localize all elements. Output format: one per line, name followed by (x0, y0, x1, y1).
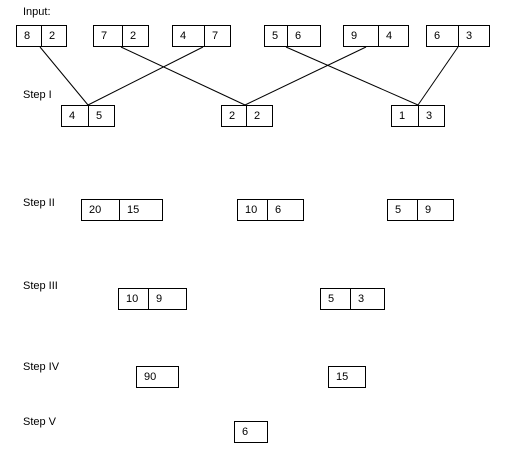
value-cell: 9 (417, 200, 453, 220)
value-cell: 7 (204, 26, 230, 46)
value-cell: 5 (272, 30, 279, 42)
step-label-4: Step IV (23, 361, 60, 373)
value-cell: 7 (101, 30, 108, 42)
value-cell: 10 (245, 204, 258, 216)
step2-pair-2: 10 6 (237, 199, 304, 221)
step5-result: 6 (234, 421, 268, 443)
value-cell: 5 (328, 293, 335, 305)
value-cell: 4 (378, 26, 408, 46)
value-cell: 90 (144, 371, 157, 383)
input-pair-5: 9 4 (343, 25, 409, 47)
value-cell: 6 (287, 26, 320, 46)
input-pair-1: 8 2 (16, 25, 67, 47)
connector-line (285, 46, 419, 106)
step2-pair-3: 5 9 (387, 199, 454, 221)
connector-line (39, 46, 89, 106)
value-cell: 9 (351, 30, 358, 42)
value-cell: 15 (336, 371, 349, 383)
step3-pair-2: 5 3 (320, 288, 385, 310)
value-cell: 5 (88, 106, 114, 126)
step-label-3: Step III (23, 280, 58, 292)
input-pair-4: 5 6 (264, 25, 321, 47)
value-cell: 6 (434, 30, 441, 42)
step1-pair-1: 4 5 (61, 105, 115, 127)
step1-pair-2: 2 2 (221, 105, 273, 127)
value-cell: 3 (418, 106, 444, 126)
value-cell: 10 (126, 293, 139, 305)
input-pair-3: 4 7 (172, 25, 231, 47)
input-pair-2: 7 2 (93, 25, 149, 47)
step2-pair-1: 20 15 (81, 199, 163, 221)
value-cell: 5 (395, 204, 402, 216)
value-cell: 15 (119, 200, 162, 220)
step3-pair-1: 10 9 (118, 288, 187, 310)
connector-line (120, 46, 246, 106)
step-label-1: Step I (23, 89, 52, 101)
step4-value-1: 90 (136, 366, 179, 388)
value-cell: 2 (122, 26, 148, 46)
value-cell: 9 (148, 289, 186, 309)
value-cell: 3 (458, 26, 489, 46)
value-cell: 2 (246, 106, 272, 126)
value-cell: 1 (399, 110, 406, 122)
value-cell: 6 (267, 200, 303, 220)
value-cell: 20 (89, 204, 102, 216)
value-cell: 4 (180, 30, 187, 42)
input-label: Input: (23, 6, 51, 18)
value-cell: 8 (24, 30, 31, 42)
connector-line (87, 46, 204, 106)
step4-value-2: 15 (328, 366, 366, 388)
value-cell: 2 (41, 26, 66, 46)
connector-line (244, 46, 367, 106)
input-pair-6: 6 3 (426, 25, 490, 47)
step1-pair-3: 1 3 (391, 105, 445, 127)
value-cell: 4 (69, 110, 76, 122)
connector-line (417, 46, 459, 106)
value-cell: 2 (229, 110, 236, 122)
step-label-5: Step V (23, 416, 57, 428)
step-label-2: Step II (23, 197, 55, 209)
value-cell: 6 (242, 426, 249, 438)
value-cell: 3 (350, 289, 384, 309)
